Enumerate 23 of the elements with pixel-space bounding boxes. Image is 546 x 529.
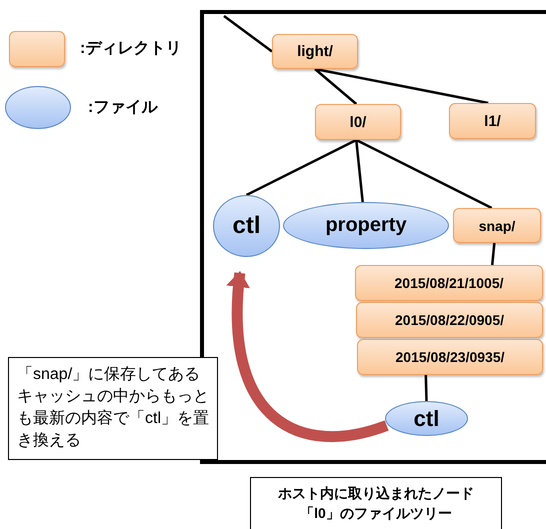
directory-box: 2015/08/22/0905/ <box>356 302 543 338</box>
curved-arrow <box>226 271 388 442</box>
tree-line <box>355 140 364 202</box>
legend-label: :ディレクトリ <box>80 39 182 59</box>
tree-line <box>246 138 357 196</box>
directory-box: snap/ <box>453 208 541 243</box>
caption-box: ホスト内に取り込まれたノード「l0」のファイルツリー <box>250 477 502 529</box>
directory-box: 2015/08/21/1005/ <box>355 265 543 301</box>
directory-box: l0/ <box>315 104 401 140</box>
directory-box: 2015/08/23/0935/ <box>357 339 543 375</box>
tree-line <box>314 68 488 104</box>
tree-line <box>424 374 428 402</box>
directory-box: light/ <box>272 34 358 69</box>
tree-line <box>356 138 492 210</box>
tree-line <box>491 242 496 266</box>
file-ellipse: ctl <box>385 401 468 436</box>
legend-label: :ファイル <box>88 98 158 118</box>
note-box: 「snap/」に保存してあるキャッシュの中からもっとも最新の内容で「ctl」を置き換える <box>8 357 218 460</box>
file-ellipse: ctl <box>213 195 280 257</box>
file-ellipse: property <box>283 202 449 249</box>
directory-box: l1/ <box>449 103 536 139</box>
tree-line <box>314 68 358 105</box>
tree-line <box>223 15 273 52</box>
